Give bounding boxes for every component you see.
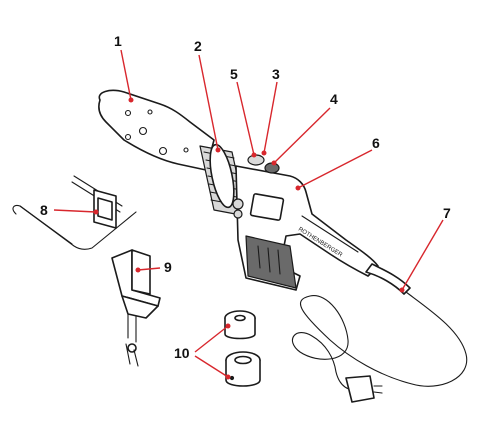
callout-6: 6 (372, 135, 380, 151)
callout-numbers: 1 2 3 4 5 6 7 8 9 10 (40, 33, 451, 361)
power-cord (291, 263, 468, 403)
welding-sockets (224, 310, 261, 387)
callout-1: 1 (114, 33, 122, 49)
callout-10: 10 (174, 345, 190, 361)
heating-plate (98, 89, 215, 171)
bench-stand (12, 175, 137, 250)
callout-4: 4 (330, 91, 338, 107)
callout-5: 5 (230, 66, 238, 82)
callout-2: 2 (194, 38, 202, 54)
callout-8: 8 (40, 202, 48, 218)
welder-body: ROTHENBERGER (232, 154, 379, 291)
clamp-stand (111, 249, 161, 367)
callout-7: 7 (443, 205, 451, 221)
callout-9: 9 (164, 259, 172, 275)
callout-3: 3 (272, 66, 280, 82)
callout-leaders (53, 49, 444, 380)
